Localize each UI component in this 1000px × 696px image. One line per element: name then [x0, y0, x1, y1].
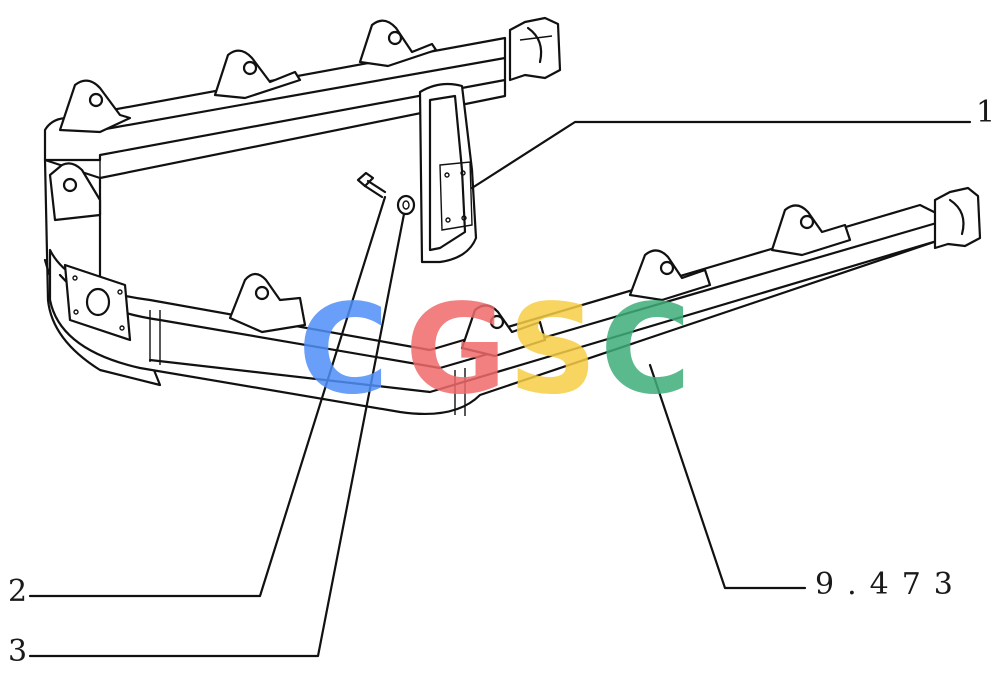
leader-line-3: [28, 212, 406, 658]
leader-lines: [28, 120, 972, 658]
front-lug-4: [770, 204, 852, 257]
side-lug: [48, 162, 102, 222]
leader-line-1: [470, 120, 972, 190]
front-lug-2: [460, 304, 547, 358]
watermark-letter-2: G: [405, 278, 507, 422]
callout-3: 3: [8, 634, 27, 669]
upper-lug-3: [358, 19, 438, 68]
watermark-letter-3: S: [508, 278, 597, 422]
upper-end-clamp: [508, 16, 562, 82]
upper-lug-1: [58, 79, 132, 134]
callout-1: 1: [976, 95, 995, 130]
upper-frame-rail: [43, 36, 507, 180]
watermark-letter-4: C: [600, 278, 691, 422]
bolt-part-2: [356, 171, 387, 199]
watermark: C G S C: [298, 278, 691, 422]
front-lug-1: [228, 272, 307, 334]
front-end-clamp: [933, 186, 982, 250]
reference-number: 9.473: [815, 567, 966, 602]
washer-part-3: [396, 194, 416, 216]
bracket-part-1: [418, 82, 478, 264]
front-lug-3: [628, 249, 712, 302]
callout-2: 2: [8, 574, 27, 609]
left-mount-plate: [63, 263, 132, 342]
watermark-letter-1: C: [298, 278, 389, 422]
leader-line-2: [28, 195, 387, 598]
leader-line-ref: [648, 363, 807, 590]
upper-lug-2: [213, 49, 302, 100]
